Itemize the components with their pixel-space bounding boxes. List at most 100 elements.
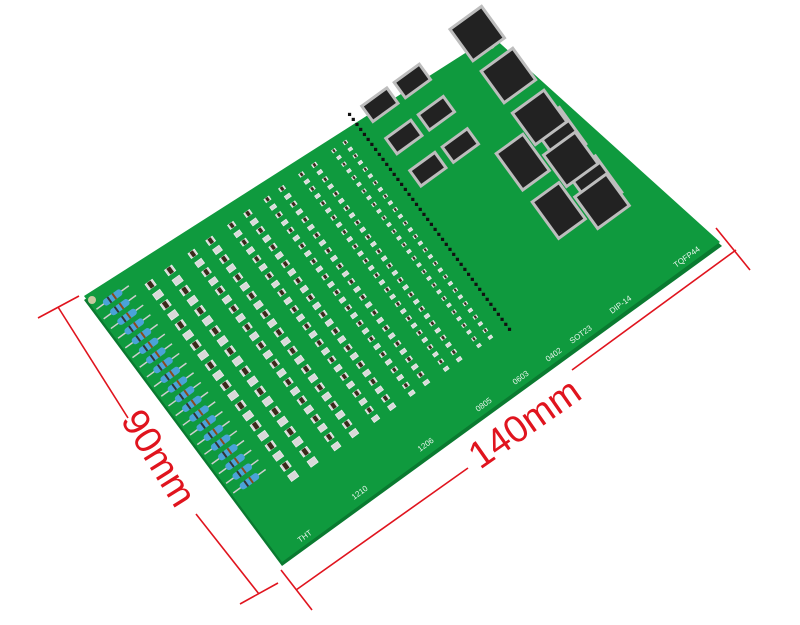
- smd-pad: [171, 274, 184, 287]
- soic-chip: [383, 118, 425, 156]
- smd-pad: [364, 233, 372, 241]
- smd-pad: [309, 257, 318, 266]
- tqfp-chip: [572, 171, 632, 231]
- smd-pad: [314, 192, 322, 200]
- smd-pad: [407, 389, 416, 397]
- smd-pad: [421, 268, 427, 275]
- tht-resistor: [189, 410, 223, 436]
- header-pin: [459, 262, 463, 266]
- smd-pad: [370, 308, 379, 317]
- tht-resistor: [168, 381, 202, 407]
- smd-pad: [205, 235, 217, 246]
- smd-pad: [167, 308, 180, 321]
- smd-pad: [375, 247, 383, 255]
- smd-pad: [351, 174, 357, 181]
- smd-pad: [221, 294, 233, 305]
- header-pin: [440, 237, 445, 241]
- smd-pad: [201, 266, 212, 278]
- smd-pad: [239, 237, 249, 247]
- smd-pad: [255, 340, 267, 351]
- smd-pad: [327, 355, 337, 365]
- smd-pad: [349, 311, 359, 320]
- smd-pad: [299, 445, 312, 458]
- smd-pad: [426, 275, 432, 282]
- smd-pad: [255, 225, 266, 235]
- tht-resistor: [110, 304, 144, 330]
- smd-pad: [378, 350, 387, 359]
- smd-pad: [286, 226, 295, 235]
- smd-pad: [389, 293, 397, 301]
- smd-pad: [194, 257, 206, 269]
- smd-pad: [335, 262, 344, 270]
- smd-pad: [302, 321, 312, 331]
- tht-resistor: [225, 459, 259, 484]
- smd-pad: [401, 381, 410, 390]
- smd-pad: [289, 200, 298, 208]
- smd-pad: [312, 301, 322, 311]
- smd-pad: [270, 279, 281, 289]
- smd-pad: [361, 188, 367, 194]
- smd-pad: [283, 192, 292, 201]
- header-pin: [377, 152, 381, 157]
- smd-pad: [357, 159, 364, 166]
- smd-pad: [248, 331, 260, 342]
- smd-pad: [295, 208, 304, 216]
- tqfp-chip: [510, 88, 569, 147]
- smd-pad: [418, 305, 426, 313]
- smd-pad: [227, 220, 237, 230]
- smd-pad: [231, 355, 244, 367]
- smd-pad: [343, 204, 351, 212]
- smd-pad: [194, 304, 207, 317]
- header-pin: [362, 132, 367, 137]
- tht-resistor: [211, 439, 245, 465]
- smd-pad: [292, 234, 301, 242]
- smd-pad: [371, 201, 377, 208]
- smd-pad: [272, 450, 285, 462]
- smd-pad: [298, 241, 307, 250]
- smd-pad: [307, 372, 319, 384]
- smd-pad: [303, 178, 311, 185]
- tht-resistor: [232, 468, 267, 494]
- smd-pad: [434, 327, 442, 334]
- smd-pad: [399, 307, 407, 315]
- smd-pad: [330, 440, 342, 452]
- tht-resistor: [175, 391, 209, 417]
- smd-pad: [444, 341, 452, 349]
- smd-pad: [301, 215, 310, 224]
- smd-pad: [197, 349, 210, 362]
- smd-pad: [189, 339, 202, 351]
- smd-pad: [447, 280, 454, 287]
- dip-socket: [494, 132, 552, 193]
- smd-pad: [351, 243, 359, 250]
- smd-pad: [402, 220, 409, 226]
- smd-pad: [487, 334, 494, 341]
- smd-pad: [427, 253, 434, 260]
- smd-pad: [333, 363, 343, 373]
- smd-pad: [239, 281, 251, 292]
- smd-pad: [343, 343, 353, 353]
- smd-pad: [218, 253, 230, 265]
- tht-resistor: [139, 343, 173, 368]
- smd-pad: [308, 185, 316, 193]
- tqfp-chip: [479, 46, 538, 105]
- smd-pad: [482, 327, 489, 334]
- smd-pad: [431, 351, 439, 358]
- smd-pad: [356, 181, 362, 188]
- smd-pad: [340, 228, 348, 236]
- header-pin: [366, 137, 370, 142]
- smd-pad: [416, 262, 422, 268]
- smd-pad: [412, 233, 419, 240]
- ic-chips: [359, 4, 632, 241]
- smd-pad: [344, 304, 353, 312]
- header-pin: [403, 187, 407, 191]
- smd-pad: [366, 194, 372, 201]
- smd-pad: [377, 186, 384, 193]
- tqfp-chip: [447, 4, 507, 63]
- soic-chip: [359, 85, 401, 124]
- smd-pad: [327, 400, 339, 411]
- header-pin: [485, 297, 489, 301]
- smd-pad: [242, 409, 255, 422]
- header-pin: [418, 207, 422, 211]
- smd-pad: [381, 324, 390, 332]
- smd-pad: [405, 315, 413, 322]
